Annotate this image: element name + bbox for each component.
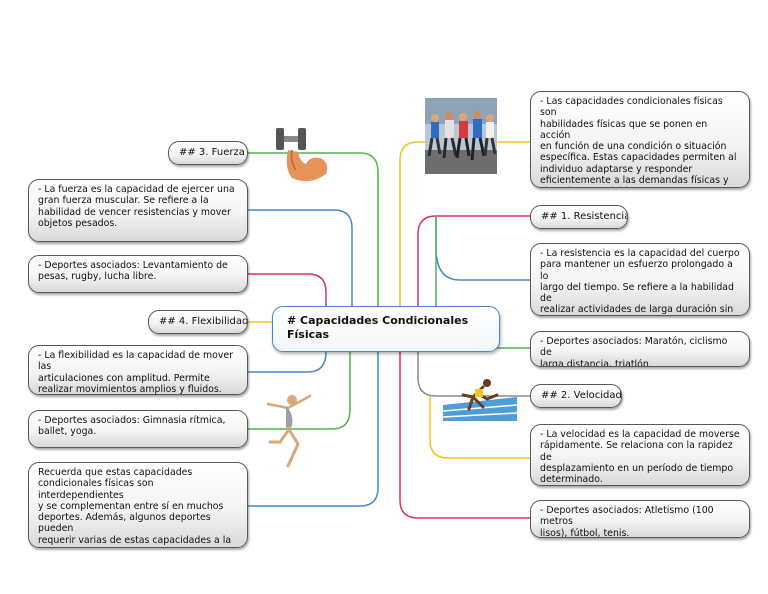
connector-flex-sports	[248, 352, 351, 430]
resistencia-heading[interactable]: ## 1. Resistencia	[530, 205, 628, 229]
fuerza-definition[interactable]: - La fuerza es la capacidad de ejercer u…	[28, 179, 248, 242]
resistencia-definition[interactable]: - La resistencia es la capacidad del cue…	[530, 243, 750, 316]
dumbbell-arm-icon	[276, 128, 328, 182]
runners-photo	[425, 98, 497, 174]
connector-resistencia	[417, 215, 530, 306]
intro-node[interactable]: - Las capacidades condicionales físicas …	[530, 91, 750, 188]
connector-flex-def	[248, 351, 327, 373]
flexibilidad-sports[interactable]: - Deportes asociados: Gimnasia rítmica, …	[28, 410, 248, 448]
resistencia-sports[interactable]: - Deportes asociados: Maratón, ciclismo …	[530, 331, 750, 367]
connector-conclusion	[248, 352, 379, 507]
velocidad-definition[interactable]: - La velocidad es la capacidad de movers…	[530, 424, 750, 486]
velocidad-heading[interactable]: ## 2. Velocidad	[530, 384, 622, 408]
flexibilidad-heading[interactable]: ## 4. Flexibilidad	[148, 310, 248, 334]
connector-velocidad-sports	[399, 352, 530, 519]
dancer-icon	[266, 394, 312, 468]
connector-intro	[399, 141, 530, 306]
fuerza-sports[interactable]: - Deportes asociados: Levantamiento de p…	[28, 255, 248, 293]
sprinter-icon	[443, 379, 517, 421]
velocidad-sports[interactable]: - Deportes asociados: Atletismo (100 met…	[530, 500, 750, 538]
connector-velocidad	[417, 352, 530, 397]
connector-fuerza-sports	[248, 273, 327, 306]
connector-velocidad-def	[429, 396, 530, 459]
flexibilidad-definition[interactable]: - La flexibilidad es la capacidad de mov…	[28, 345, 248, 395]
connector-fuerza	[248, 152, 379, 306]
conclusion-node[interactable]: Recuerda que estas capacidades condicion…	[28, 462, 248, 548]
connector-fuerza-def	[248, 209, 353, 306]
connector-resistencia-def	[435, 216, 530, 281]
fuerza-heading[interactable]: ## 3. Fuerza	[168, 141, 248, 165]
central-topic[interactable]: # Capacidades Condicionales Físicas	[272, 306, 500, 352]
